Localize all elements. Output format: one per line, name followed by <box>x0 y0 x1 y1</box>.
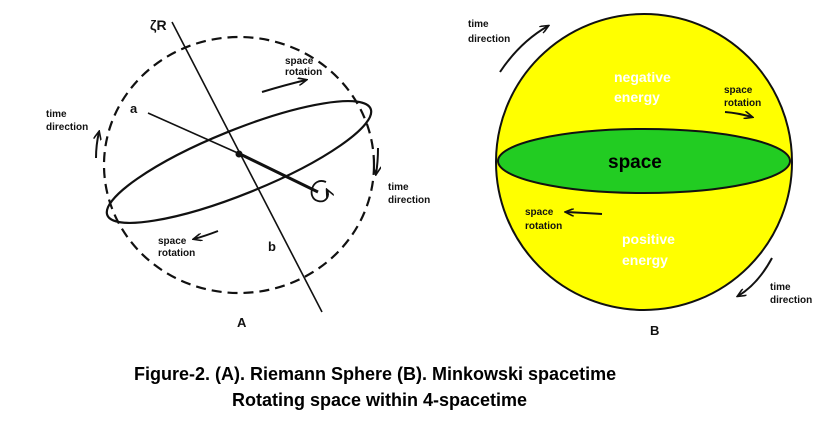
riemann-sphere-outline <box>102 35 376 295</box>
negative-energy-label-1: negative <box>614 69 671 85</box>
time-direction-right-label-1: time <box>388 182 409 193</box>
space-disk <box>497 128 791 194</box>
caption-line-1: Figure-2. (A). Riemann Sphere (B). Minko… <box>134 364 616 384</box>
space-rotation-right-label-1: space <box>724 85 753 96</box>
figure-caption: Figure-2. (A). Riemann Sphere (B). Minko… <box>134 364 616 410</box>
time-direction-left-label-1: time <box>46 109 67 120</box>
time-direction-bottom-label-2: direction <box>770 295 812 306</box>
time-direction-right-arrow <box>376 147 378 174</box>
riemann-equator-ellipse <box>105 99 373 225</box>
point-a-label: a <box>130 101 138 116</box>
axis-label-zeta-r: ζR <box>150 17 167 33</box>
space-rotation-bottom-label-1: space <box>158 236 187 247</box>
time-direction-top-label-2: direction <box>468 34 510 45</box>
space-rotation-top-arrow <box>261 80 306 93</box>
panel-b-minkowski-spacetime: time direction time direction negative e… <box>468 13 812 338</box>
panel-a-riemann-sphere: ζR a b space rotation space rotation tim… <box>46 17 430 330</box>
negative-energy-label-2: energy <box>614 89 660 105</box>
time-direction-top-label-1: time <box>468 19 489 30</box>
space-rotation-top-label-2: rotation <box>285 67 322 78</box>
center-point <box>235 150 243 158</box>
positive-energy-label-2: energy <box>622 252 668 268</box>
rotation-curl-icon <box>310 180 328 203</box>
panel-a-letter: A <box>237 315 247 330</box>
space-rotation-left-arrow <box>566 212 603 214</box>
panel-b-letter: B <box>650 323 659 338</box>
caption-line-2: Rotating space within 4-spacetime <box>232 390 527 410</box>
time-direction-bottom-label-1: time <box>770 282 791 293</box>
rotation-axis-line <box>171 21 323 313</box>
space-rotation-left-label-1: space <box>525 207 554 218</box>
time-direction-top-arrow <box>499 26 548 73</box>
positive-energy-label-1: positive <box>622 231 675 247</box>
space-rotation-right-label-2: rotation <box>724 98 761 109</box>
line-a-to-center <box>147 112 241 155</box>
point-b-label: b <box>268 239 276 254</box>
space-rotation-bottom-arrow <box>194 230 219 239</box>
time-direction-right-label-2: direction <box>388 195 430 206</box>
time-direction-left-label-2: direction <box>46 122 88 133</box>
time-direction-left-arrow <box>96 132 99 159</box>
space-rotation-right-arrow <box>724 112 752 117</box>
space-rotation-top-label-1: space <box>285 56 314 67</box>
line-center-to-tip <box>239 152 319 194</box>
time-direction-bottom-arrow <box>738 257 773 296</box>
space-rotation-left-label-2: rotation <box>525 221 562 232</box>
space-rotation-bottom-label-2: rotation <box>158 248 195 259</box>
space-label: space <box>608 152 662 173</box>
